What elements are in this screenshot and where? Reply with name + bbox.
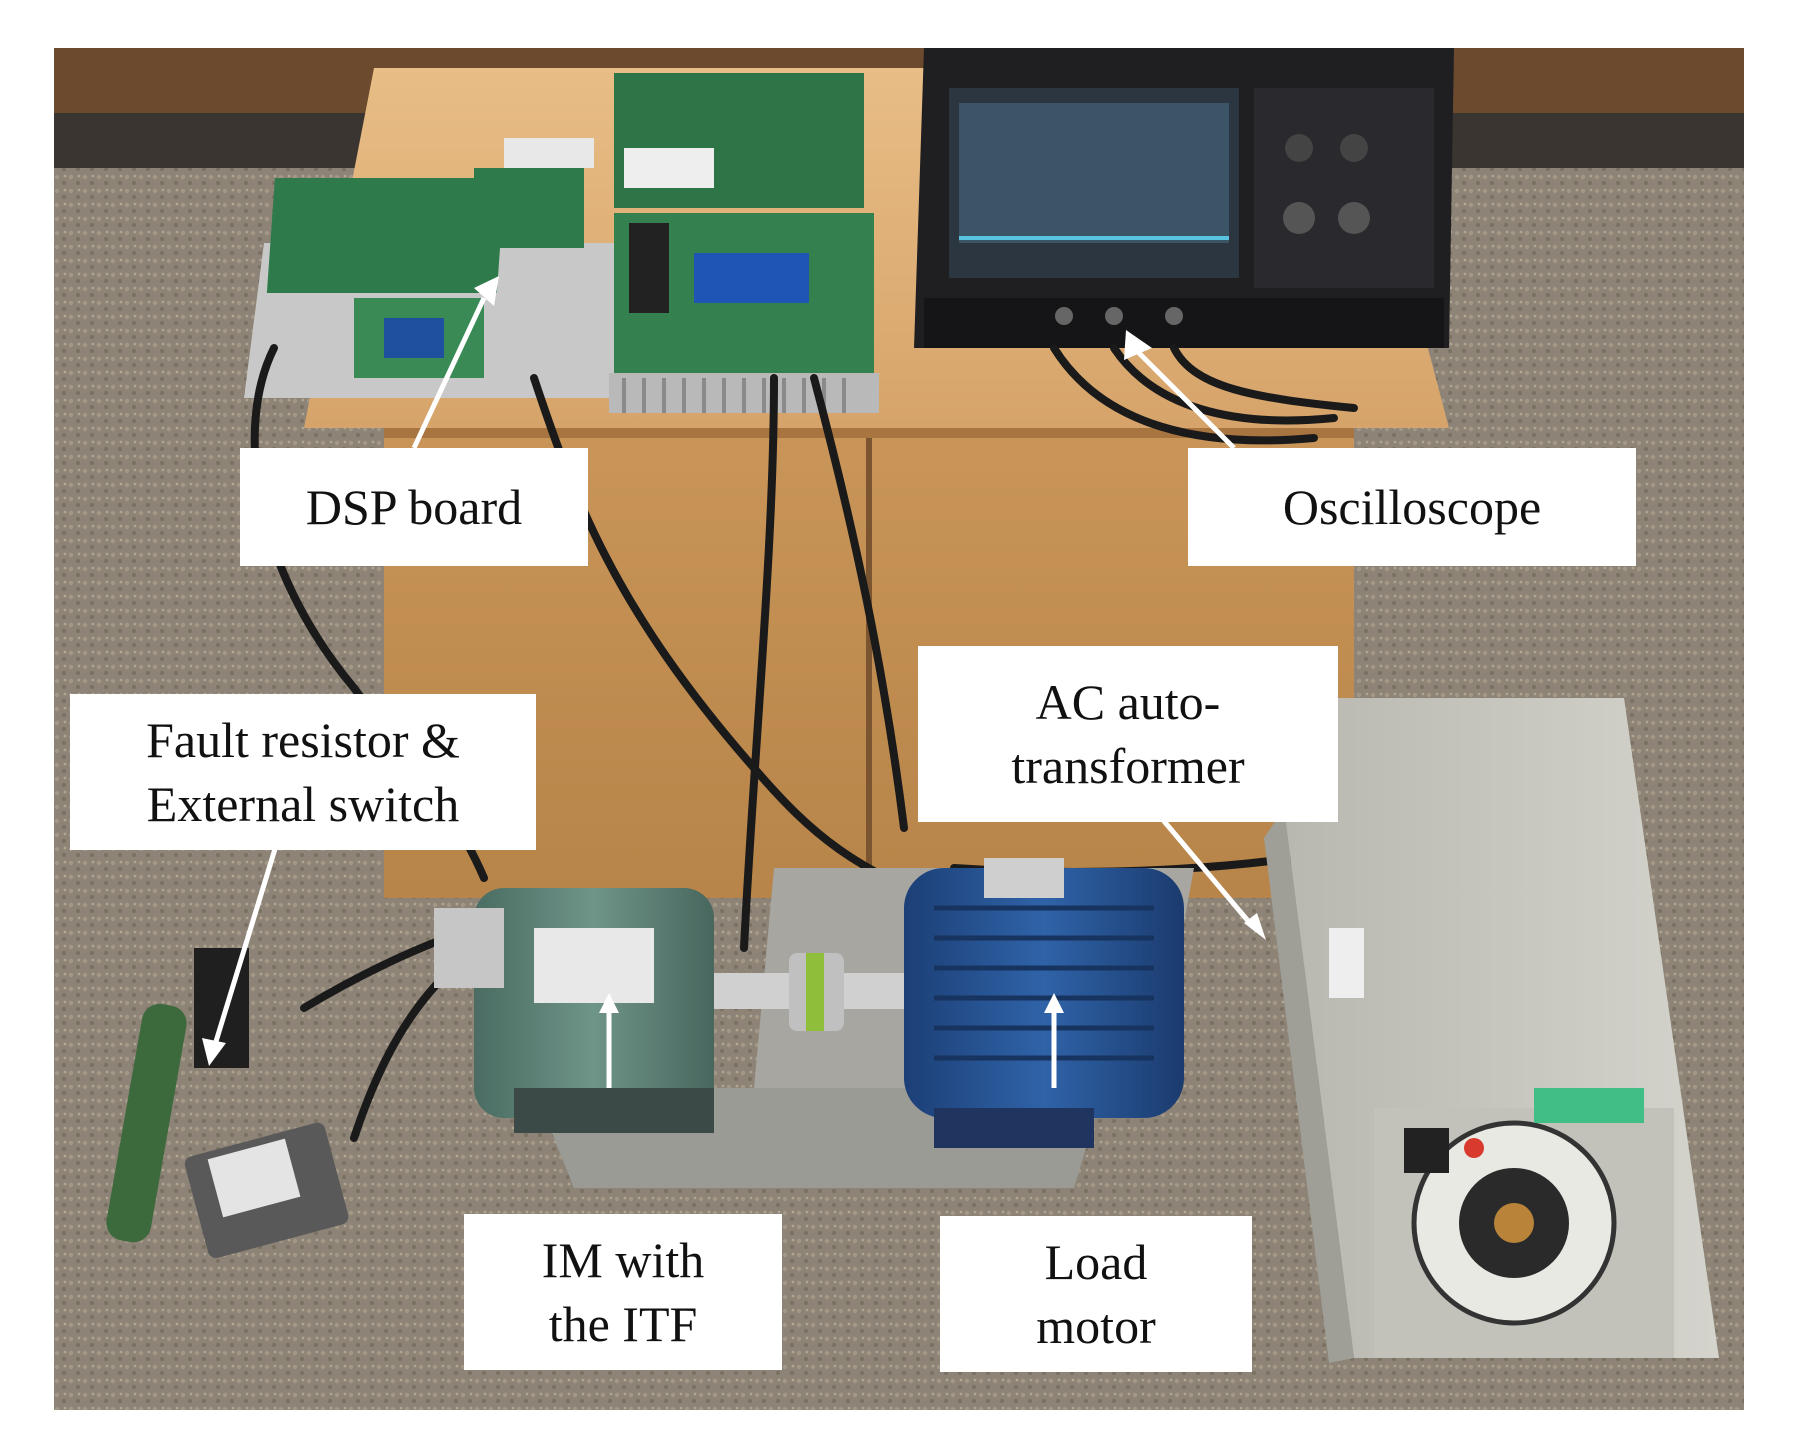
label-fault-resistor-line-2: External switch <box>146 776 460 832</box>
load-motor-device <box>904 858 1184 1148</box>
label-dsp-board: DSP board <box>240 448 588 566</box>
label-load-motor-line-2: motor <box>1036 1298 1156 1354</box>
fault-resistor-device <box>106 948 349 1259</box>
im-motor <box>434 888 714 1133</box>
label-load-motor-line-1: Load <box>1044 1234 1148 1290</box>
label-oscilloscope: Oscilloscope <box>1188 448 1636 566</box>
label-dsp-board-line-1: DSP board <box>305 479 523 535</box>
label-im-with-itf-line-2: the ITF <box>548 1296 698 1352</box>
label-load-motor: Load motor <box>940 1216 1252 1372</box>
inverter <box>609 73 879 413</box>
label-fault-resistor-line-1: Fault resistor & <box>146 712 460 768</box>
annotation-arrows <box>202 276 1266 1088</box>
oscilloscope-device <box>914 48 1454 348</box>
label-fault-resistor: Fault resistor & External switch <box>70 694 536 850</box>
label-oscilloscope-line-1: Oscilloscope <box>1282 479 1542 535</box>
label-ac-autotransformer-line-2: transformer <box>1011 738 1245 794</box>
autotransformer-device <box>1264 698 1719 1363</box>
label-im-with-itf-line-1: IM with <box>541 1232 705 1288</box>
label-im-with-itf: IM with the ITF <box>464 1214 782 1370</box>
label-ac-autotransformer-line-1: AC auto- <box>1035 674 1221 730</box>
label-ac-autotransformer: AC auto- transformer <box>918 646 1338 822</box>
dsp-board <box>266 138 594 378</box>
